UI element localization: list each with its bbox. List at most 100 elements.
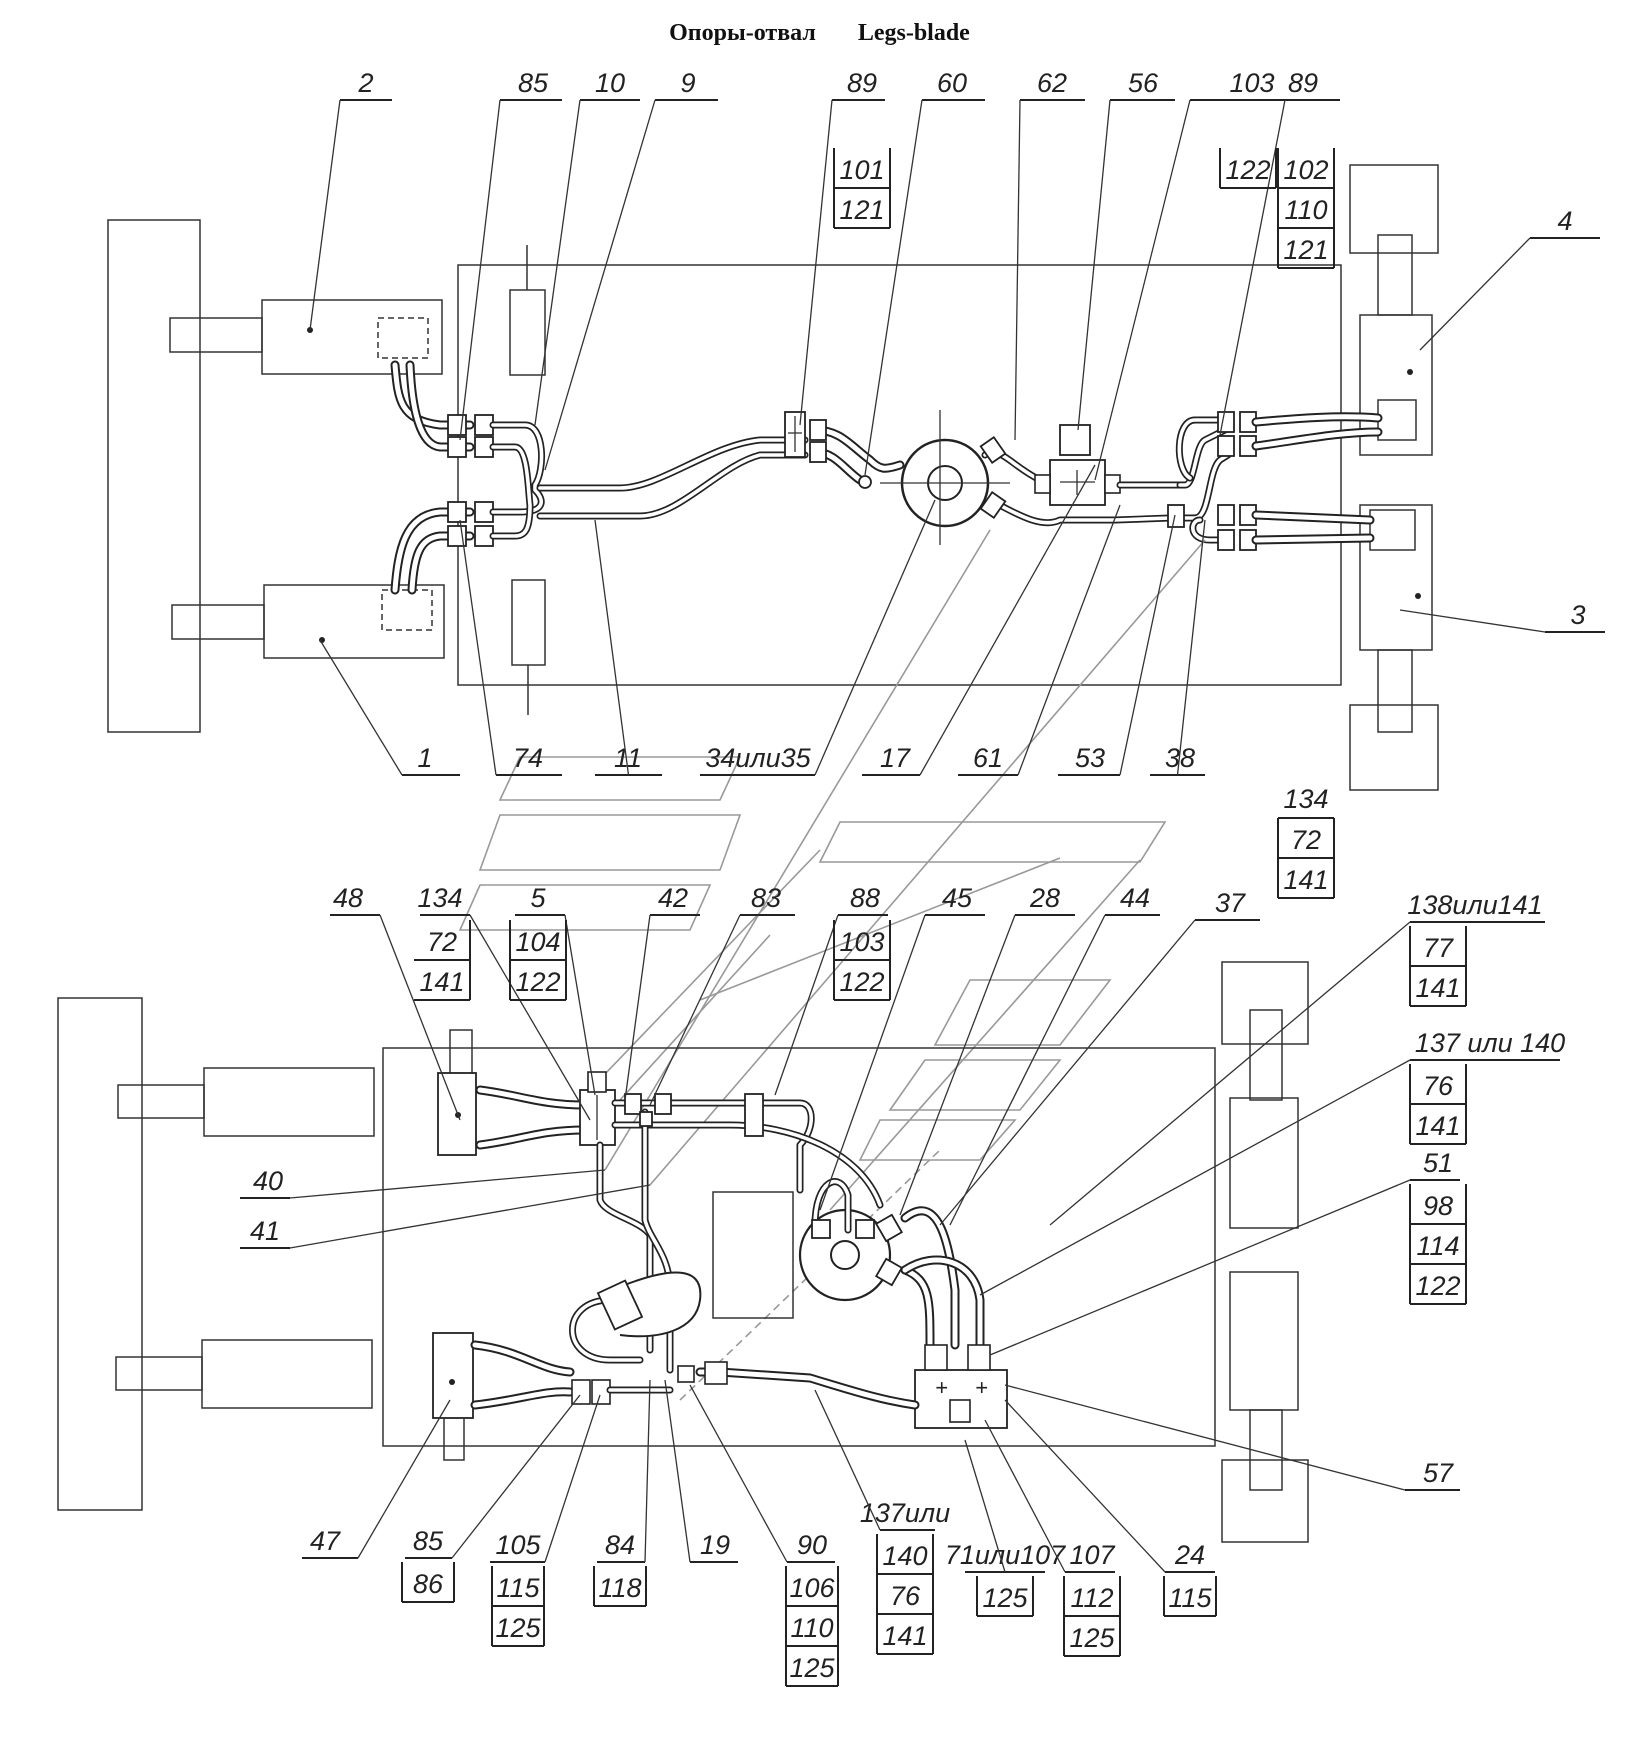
callout-label: 71или107 bbox=[945, 1540, 1066, 1570]
callout-b83: 83 bbox=[649, 883, 795, 1106]
callout-b71: 71или107 bbox=[945, 1439, 1066, 1573]
leader-line bbox=[544, 1394, 601, 1563]
callout-label: 2 bbox=[357, 68, 373, 98]
callout-label: 47 bbox=[310, 1526, 341, 1556]
callout-t3: 3 bbox=[1399, 600, 1605, 633]
callout-b37: 37 bbox=[939, 888, 1260, 1226]
callout-t62: 62 bbox=[1014, 68, 1085, 441]
callout-b57: 57 bbox=[1004, 1384, 1460, 1491]
callout-label: 137 или 140 bbox=[1415, 1028, 1565, 1058]
svg-text:+: + bbox=[935, 1375, 948, 1400]
leader-line bbox=[1077, 99, 1111, 431]
callout-b42: 42 bbox=[624, 883, 700, 1101]
support-4-body bbox=[1359, 314, 1433, 456]
callout-b105: 105 bbox=[490, 1394, 601, 1563]
leader-line bbox=[984, 1419, 1066, 1573]
stack-item: 121 bbox=[1283, 235, 1328, 265]
callout-label: 3 bbox=[1570, 600, 1585, 630]
leader-line bbox=[1014, 99, 1021, 441]
callout-t34: 34или35 bbox=[700, 499, 936, 776]
leader-line bbox=[1094, 99, 1191, 481]
cylinder-1-rod bbox=[171, 604, 265, 640]
callout-t2: 2 bbox=[309, 68, 392, 331]
callout-label: 53 bbox=[1075, 743, 1105, 773]
stack-item: 72 bbox=[427, 927, 457, 957]
cylinder-1-body bbox=[263, 584, 445, 659]
callout-label: 17 bbox=[880, 743, 911, 773]
callout-label: 4 bbox=[1557, 206, 1572, 236]
stack-item: 115 bbox=[496, 1573, 540, 1603]
callout-label: 10 bbox=[595, 68, 625, 98]
stack-item: 141 bbox=[419, 967, 464, 997]
callout-b137: 137 или 140 bbox=[979, 1028, 1565, 1296]
cylinder-2-block bbox=[377, 317, 429, 359]
valve-47 bbox=[432, 1332, 474, 1419]
leader-line bbox=[379, 914, 461, 1121]
callout-label: 42 bbox=[658, 883, 688, 913]
callout-label: 48 bbox=[333, 883, 363, 913]
leader-line bbox=[1219, 99, 1286, 436]
callout-b90: 90 bbox=[689, 1384, 835, 1563]
stack-item: 103 bbox=[839, 927, 884, 957]
leader-line bbox=[989, 1179, 1411, 1356]
leader-line bbox=[644, 1379, 651, 1563]
callout-label: 24 bbox=[1174, 1540, 1205, 1570]
stack-item: 122 bbox=[515, 967, 560, 997]
callout-label: 56 bbox=[1128, 68, 1159, 98]
leader-line bbox=[664, 1379, 691, 1563]
callout-b137b: 137или bbox=[814, 1389, 950, 1531]
leader-line bbox=[819, 914, 926, 1211]
callout-label: 19 bbox=[700, 1530, 730, 1560]
stack-item: 98 bbox=[1423, 1191, 1453, 1221]
leader-line bbox=[799, 99, 833, 426]
callout-label: 51 bbox=[1423, 1148, 1453, 1178]
stack-item: 106 bbox=[789, 1573, 835, 1603]
bottom-frame bbox=[382, 1047, 1216, 1447]
callout-label: 85 bbox=[413, 1526, 444, 1556]
callout-label: 34или35 bbox=[705, 743, 811, 773]
callout-t103a: 103 bbox=[1094, 68, 1285, 481]
callout-t38: 38 bbox=[1150, 519, 1206, 776]
leader-line bbox=[357, 1399, 451, 1559]
stack-item: 112 bbox=[1070, 1583, 1113, 1613]
leader-line bbox=[319, 639, 403, 776]
stack-item: 86 bbox=[413, 1569, 444, 1599]
leader-line bbox=[564, 914, 596, 1096]
callout-t89b: 89 bbox=[1219, 68, 1340, 436]
stack-item: 104 bbox=[515, 927, 560, 957]
stack-item: 122 bbox=[1225, 155, 1270, 185]
callout-t60: 60 bbox=[864, 68, 985, 476]
callout-t74: 74 bbox=[459, 519, 562, 776]
leader-line bbox=[979, 1059, 1411, 1296]
callout-label: 28 bbox=[1029, 883, 1060, 913]
callout-b45: 45 bbox=[819, 883, 985, 1211]
stack-item: 115 bbox=[1168, 1583, 1212, 1613]
bracket-upper bbox=[509, 289, 546, 376]
callout-t61: 61 bbox=[958, 504, 1121, 776]
diagram-title: Опоры-отвал Legs-blade bbox=[0, 20, 1639, 47]
leader-line bbox=[451, 1394, 581, 1559]
callout-label: 60 bbox=[937, 68, 967, 98]
callout-t9: 9 bbox=[544, 68, 718, 471]
callout-label: 103 bbox=[1229, 68, 1274, 98]
callout-label: 89 bbox=[847, 68, 877, 98]
title-en: Legs-blade bbox=[857, 20, 970, 46]
top-frame bbox=[457, 264, 1342, 686]
leader-line bbox=[964, 1439, 1006, 1573]
leader-line bbox=[624, 914, 651, 1101]
stack-item: 122 bbox=[839, 967, 884, 997]
callout-label: 41 bbox=[250, 1216, 280, 1246]
stack-item: 140 bbox=[882, 1541, 927, 1571]
support-3-block bbox=[1369, 509, 1416, 551]
stack-item: 114 bbox=[1416, 1231, 1459, 1261]
callout-label: 83 bbox=[751, 883, 781, 913]
stack-item: 141 bbox=[1415, 973, 1460, 1003]
